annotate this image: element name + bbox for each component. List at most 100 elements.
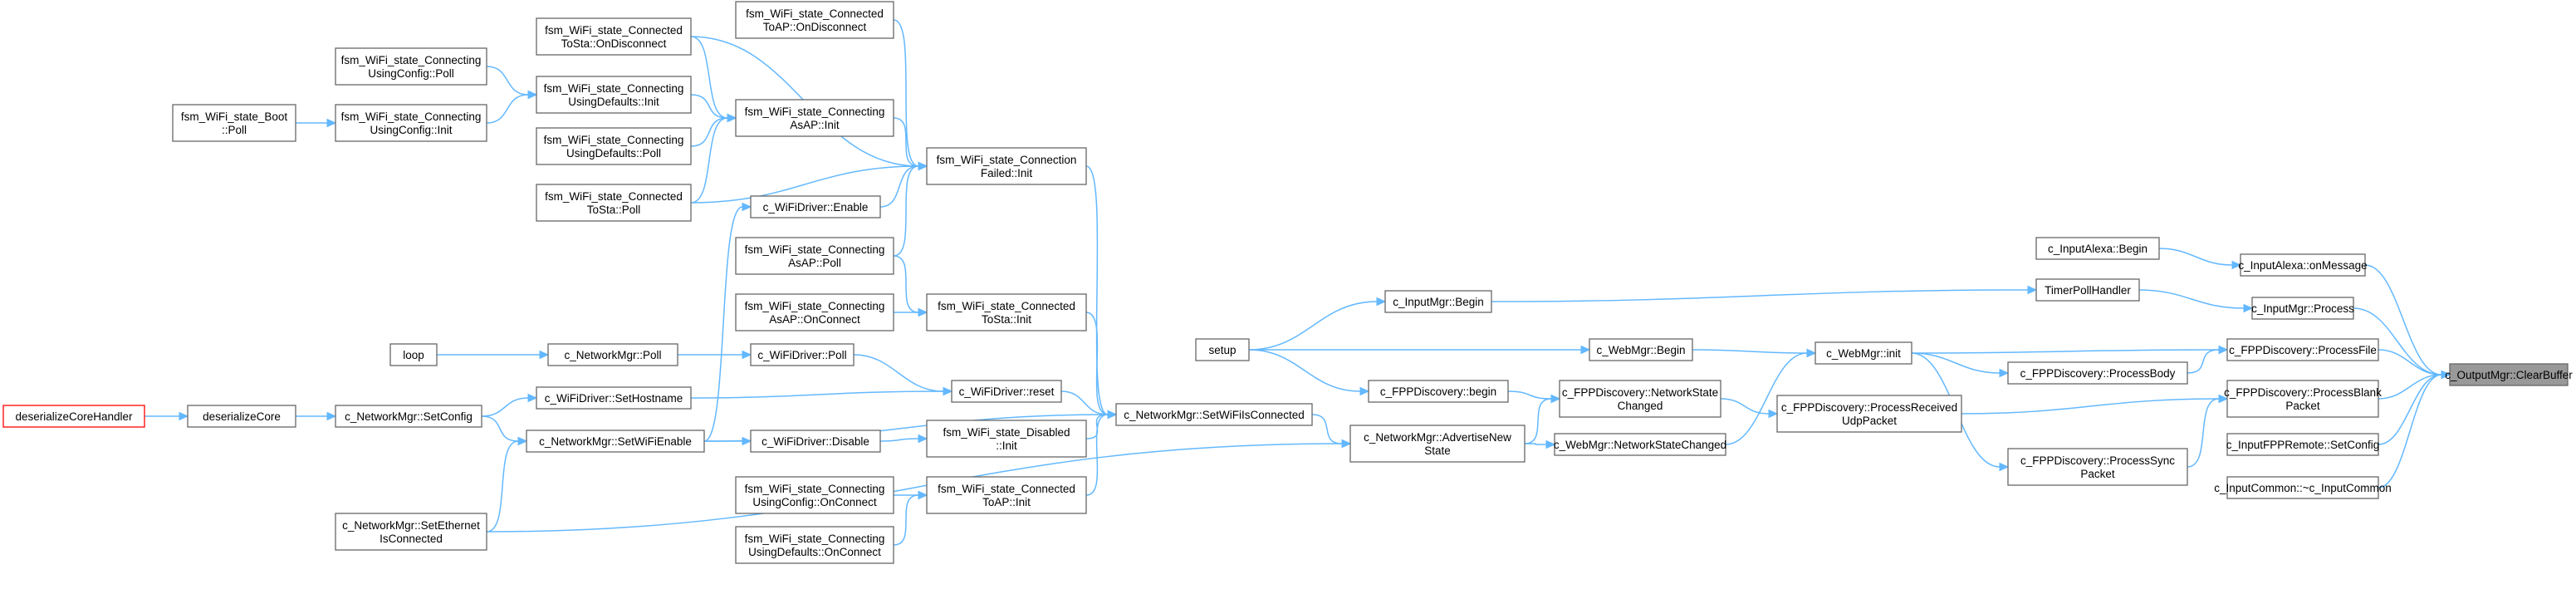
node-c-inputalexa-begin[interactable]: c_InputAlexa::Begin	[2035, 237, 2160, 260]
node-label-line: fsm_WiFi_state_Connecting	[341, 110, 482, 123]
arrowhead-icon	[2441, 370, 2451, 380]
node-loop[interactable]: loop	[389, 343, 438, 366]
call-edge-line	[2378, 374, 2442, 445]
call-edge-n42-n41	[678, 350, 752, 360]
node-box	[335, 47, 487, 86]
node-c-inputfppremote-setconfig[interactable]: c_InputFPPRemote::SetConfig	[2226, 433, 2380, 456]
node-fsm-wifi-state-connectingusingconfig-onconnect[interactable]: fsm_WiFi_state_ConnectingUsingConfig::On…	[735, 476, 894, 514]
node-label-line: ToAP::OnDisconnect	[763, 21, 867, 33]
node-label-line: c_InputCommon::~c_InputCommon	[2214, 482, 2391, 494]
call-edge-line	[1507, 390, 1552, 400]
arrowhead-icon	[326, 118, 337, 128]
node-fsm-wifi-state-connectingusingdefaults-onconnect[interactable]: fsm_WiFi_state_ConnectingUsingDefaults::…	[735, 526, 894, 564]
node-box	[2251, 297, 2354, 320]
call-edge-line	[486, 443, 1343, 533]
node-c-webmgr-begin[interactable]: c_WebMgr::Begin	[1589, 338, 1693, 361]
node-box	[735, 293, 894, 331]
node-c-fppdiscovery-processbody[interactable]: c_FPPDiscovery::ProcessBody	[2007, 361, 2188, 385]
call-edge-line	[690, 390, 944, 399]
node-box	[389, 343, 438, 366]
call-edge-n24-n21	[1085, 312, 1118, 420]
node-label-line: fsm_WiFi_state_Connecting	[745, 243, 885, 256]
node-box	[926, 476, 1087, 514]
node-c-inputmgr-process[interactable]: c_InputMgr::Process	[2251, 297, 2354, 320]
node-c-webmgr-networkstatechanged[interactable]: c_WebMgr::NetworkStateChanged	[1554, 433, 1726, 456]
node-c-wifidriver-disable[interactable]: c_WiFiDriver::Disable	[750, 430, 881, 453]
call-edge-line	[2378, 349, 2442, 376]
node-c-fppdiscovery-networkstatechanged[interactable]: c_FPPDiscovery::NetworkStateChanged	[1559, 380, 1721, 418]
arrowhead-icon	[742, 202, 752, 212]
node-c-fppdiscovery-processfile[interactable]: c_FPPDiscovery::ProcessFile	[2226, 338, 2379, 361]
node-fsm-wifi-state-connectingusingdefaults-poll[interactable]: fsm_WiFi_state_ConnectingUsingDefaults::…	[536, 127, 692, 165]
call-edge-n45-n44	[481, 393, 538, 417]
node-fsm-wifi-state-connectingusingdefaults-init[interactable]: fsm_WiFi_state_ConnectingUsingDefaults::…	[536, 76, 692, 114]
node-c-wifidriver-sethostname[interactable]: c_WiFiDriver::SetHostname	[536, 386, 692, 410]
node-label-line: ToAP::Init	[982, 496, 1031, 508]
node-fsm-wifi-state-connectedtosta-ondisconnect[interactable]: fsm_WiFi_state_ConnectedToSta::OnDisconn…	[536, 17, 692, 56]
call-edge-line	[2187, 398, 2220, 468]
node-c-inputmgr-begin[interactable]: c_InputMgr::Begin	[1384, 290, 1492, 313]
call-edge-n39-n38	[296, 118, 337, 128]
node-fsm-wifi-state-connectedtoap-ondisconnect[interactable]: fsm_WiFi_state_ConnectedToAP::OnDisconne…	[735, 1, 894, 39]
call-edge-line	[2378, 374, 2442, 400]
call-edge-line	[486, 440, 519, 533]
node-label-line: UsingConfig::OnConnect	[752, 496, 877, 508]
node-fsm-wifi-state-disabled-init[interactable]: fsm_WiFi_state_Disabled::Init	[926, 420, 1087, 458]
node-c-networkmgr-setwifienable[interactable]: c_NetworkMgr::SetWiFiEnable	[526, 430, 705, 453]
call-edge-line	[879, 165, 919, 208]
call-edge-n20-n17	[1524, 394, 1561, 444]
node-c-networkmgr-poll[interactable]: c_NetworkMgr::Poll	[547, 343, 678, 366]
node-label-line: fsm_WiFi_state_Connecting	[745, 106, 885, 118]
node-label-line: fsm_WiFi_state_Boot	[181, 110, 288, 123]
node-timerpollhandler[interactable]: TimerPollHandler	[2035, 278, 2140, 302]
node-label-line: fsm_WiFi_state_Connection	[937, 154, 1077, 166]
node-label-line: Packet	[2285, 400, 2320, 412]
arrowhead-icon	[2243, 303, 2254, 313]
node-c-wifidriver-poll[interactable]: c_WiFiDriver::Poll	[750, 343, 855, 366]
node-fsm-wifi-state-boot-poll[interactable]: fsm_WiFi_state_Boot::Poll	[172, 104, 296, 142]
arrowhead-icon	[918, 161, 928, 171]
node-c-networkmgr-setconfig[interactable]: c_NetworkMgr::SetConfig	[335, 405, 482, 428]
node-box	[750, 343, 855, 366]
node-c-inputcommon-c-inputcommon[interactable]: c_InputCommon::~c_InputCommon	[2214, 476, 2392, 499]
node-setup[interactable]: setup	[1195, 338, 1250, 361]
node-deserializecorehandler[interactable]: deserializeCoreHandler	[2, 405, 145, 428]
node-c-wifidriver-enable[interactable]: c_WiFiDriver::Enable	[750, 195, 881, 218]
node-deserializecore[interactable]: deserializeCore	[187, 405, 296, 428]
node-c-wifidriver-reset[interactable]: c_WiFiDriver::reset	[951, 380, 1062, 403]
call-edge-n31-n23	[893, 117, 928, 171]
node-label-line: ::Init	[996, 439, 1017, 452]
node-box	[926, 293, 1087, 331]
node-c-networkmgr-setwifiisconnected[interactable]: c_NetworkMgr::SetWiFiIsConnected	[1115, 403, 1313, 426]
node-c-inputalexa-onmessage[interactable]: c_InputAlexa::onMessage	[2238, 253, 2368, 277]
call-edge-line	[481, 415, 519, 442]
node-box	[2, 405, 145, 428]
node-c-webmgr-init[interactable]: c_WebMgr::init	[1814, 341, 1912, 365]
arrowhead-icon	[2218, 345, 2229, 355]
node-box	[2007, 361, 2188, 385]
arrowhead-icon	[2027, 285, 2038, 295]
arrowhead-icon	[326, 411, 337, 421]
call-edge-n15-n16	[1249, 345, 1591, 355]
node-box	[335, 104, 487, 142]
node-c-fppdiscovery-begin[interactable]: c_FPPDiscovery::begin	[1368, 380, 1509, 403]
node-fsm-wifi-state-connectingusingconfig-poll[interactable]: fsm_WiFi_state_ConnectingUsingConfig::Po…	[335, 47, 487, 86]
node-label-line: c_FPPDiscovery::begin	[1380, 385, 1496, 398]
call-edge-line	[486, 94, 529, 124]
node-c-outputmgr-clearbuffer[interactable]: c_OutputMgr::ClearBuffer	[2445, 363, 2573, 386]
edge-layer	[144, 19, 2451, 546]
node-fsm-wifi-state-connectingusingconfig-init[interactable]: fsm_WiFi_state_ConnectingUsingConfig::In…	[335, 104, 487, 142]
